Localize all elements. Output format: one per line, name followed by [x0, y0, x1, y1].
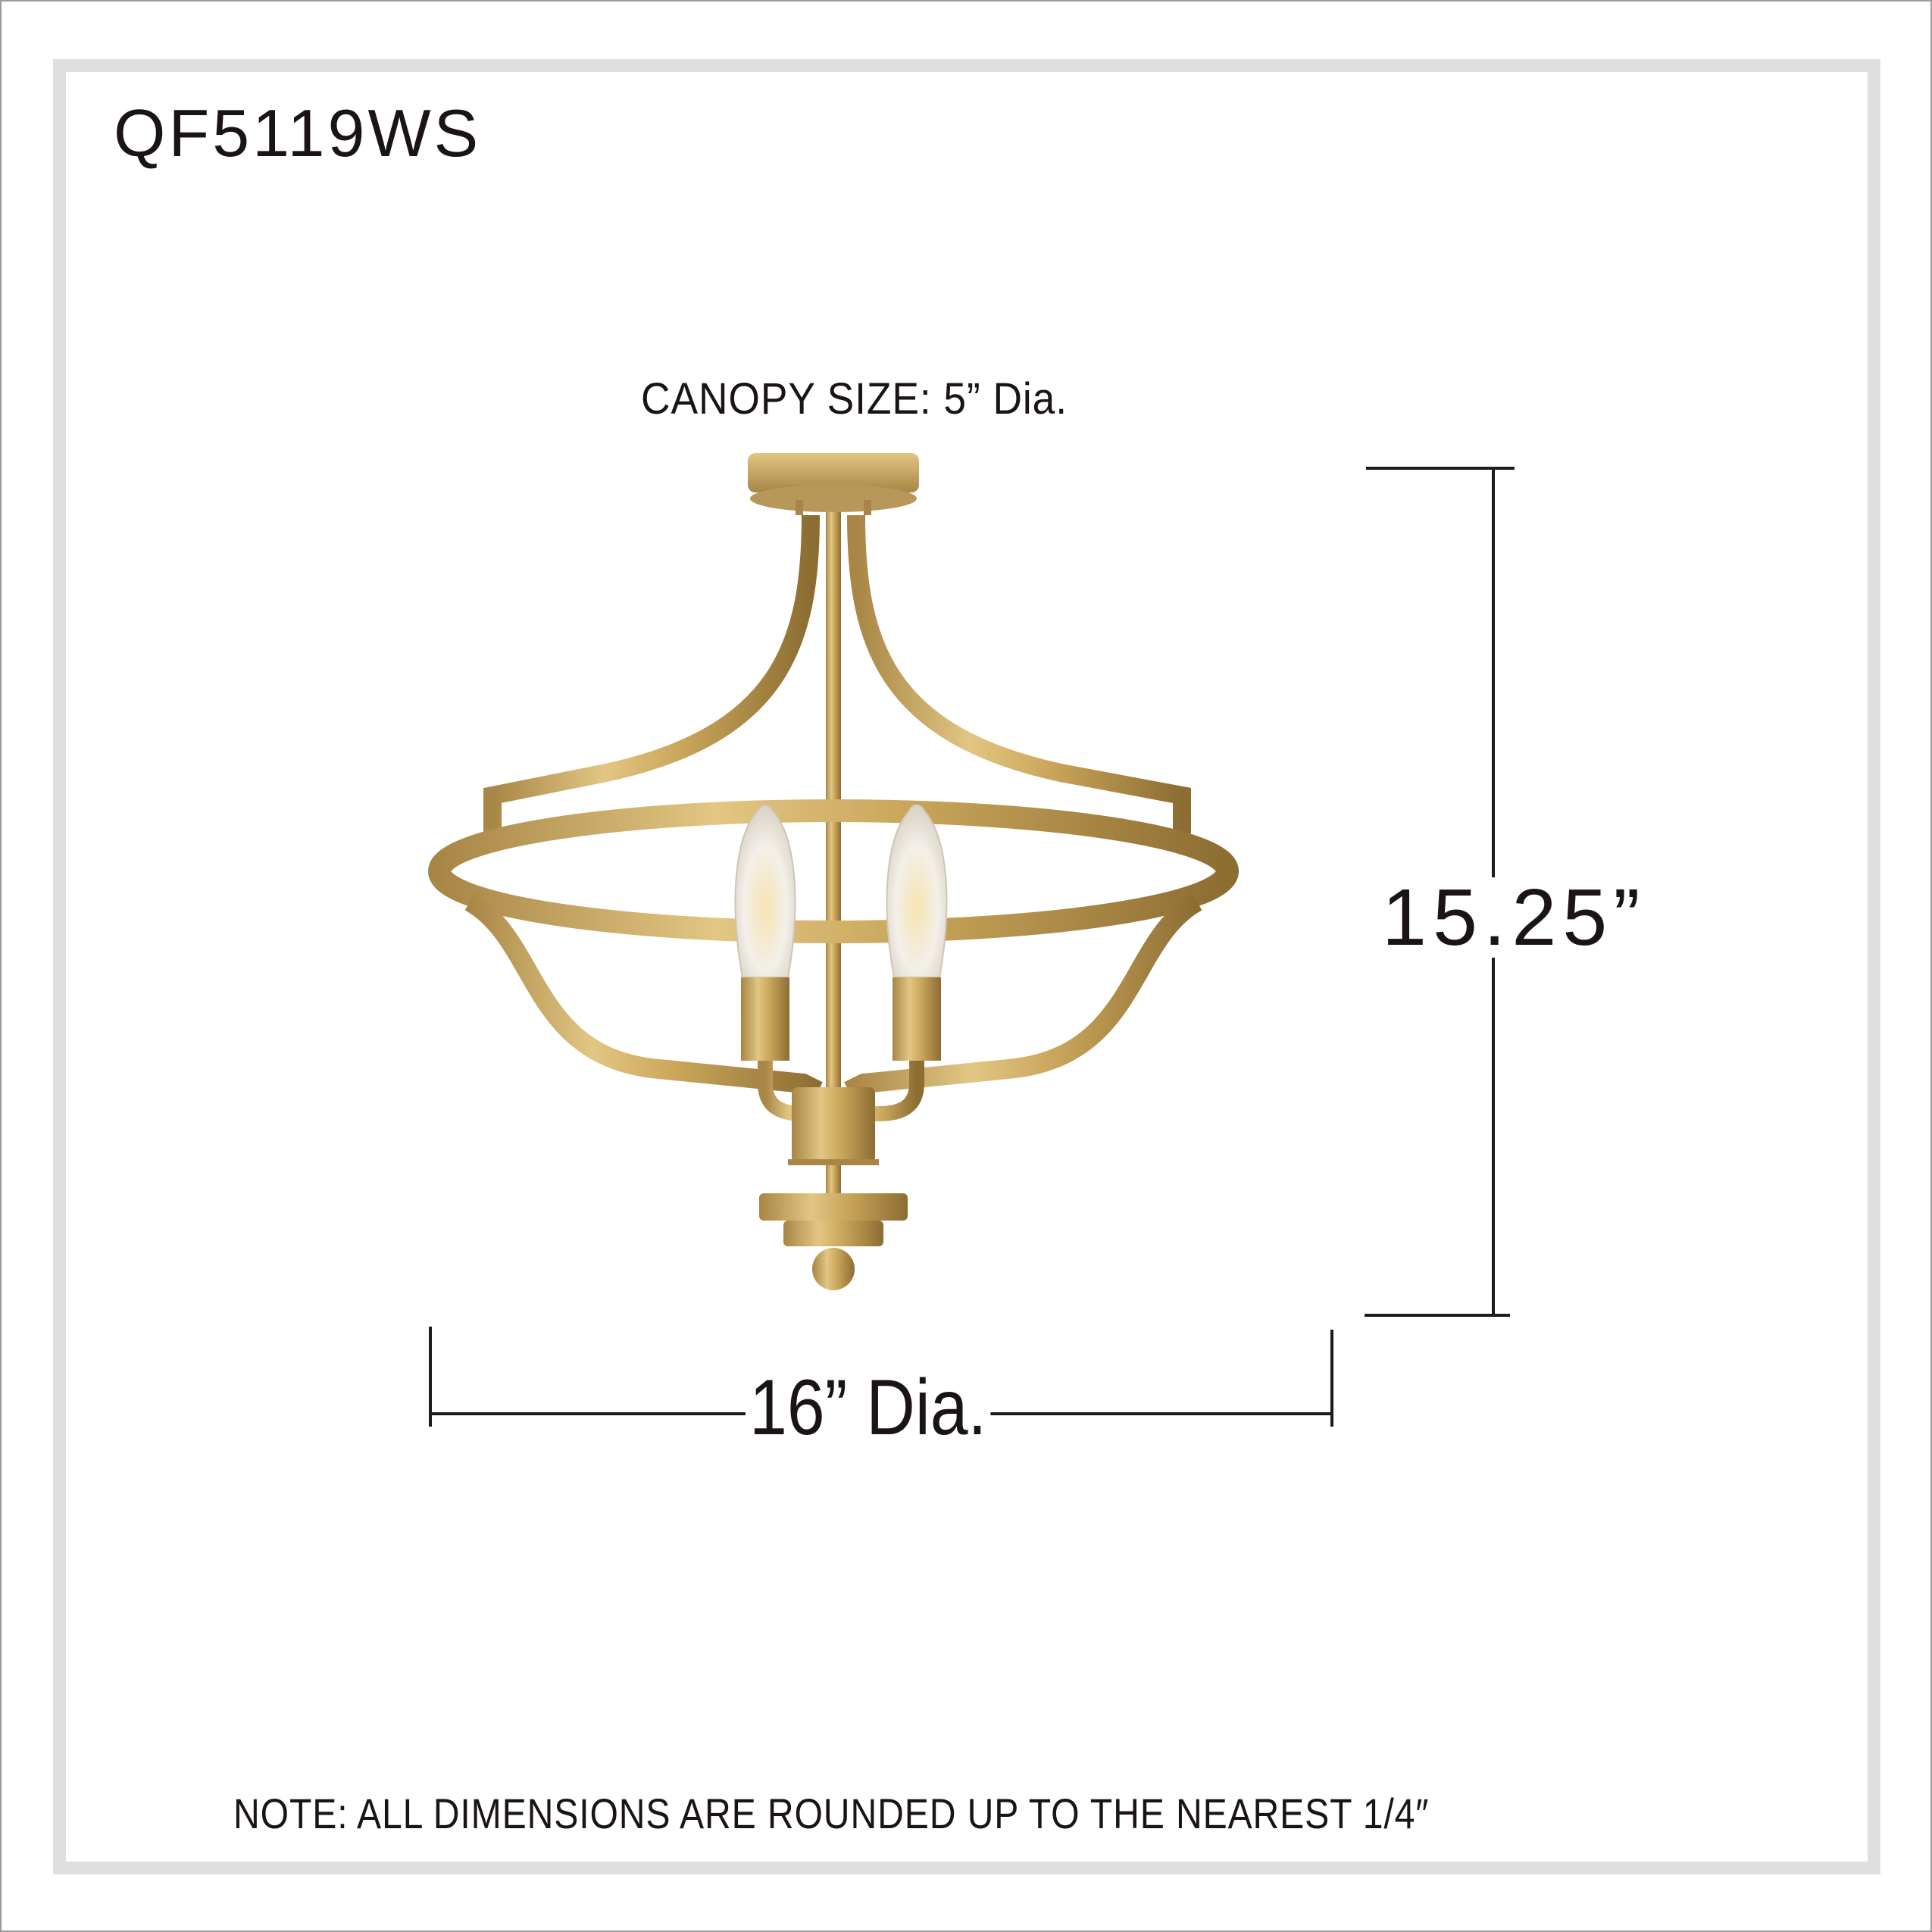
spec-sheet-frame [53, 59, 1880, 1874]
center-hub [792, 1087, 875, 1163]
width-dimension-label: 16” Dia. [746, 1368, 991, 1447]
height-dimension-label: 15.25” [1380, 873, 1648, 962]
height-dimension-bottom-tick [1365, 1314, 1510, 1317]
height-dimension-top-tick [1366, 467, 1515, 470]
canopy [748, 453, 919, 515]
center-rod [826, 512, 841, 1194]
lower-arms [464, 893, 1202, 1100]
dimensions-note: NOTE: ALL DIMENSIONS ARE ROUNDED UP TO T… [233, 1790, 1430, 1837]
model-number: QF5119WS [114, 95, 482, 170]
width-dimension-right-tick [1330, 1330, 1333, 1427]
width-dimension-left-tick [429, 1327, 432, 1427]
canopy-size-label: CANOPY SIZE: 5” Dia. [641, 374, 1068, 424]
bulbs [734, 804, 948, 1061]
light-fixture-illustration [428, 453, 1239, 1290]
outer-ring [428, 799, 1239, 943]
upper-arms [483, 514, 1191, 833]
bottom-finial [759, 1193, 908, 1290]
